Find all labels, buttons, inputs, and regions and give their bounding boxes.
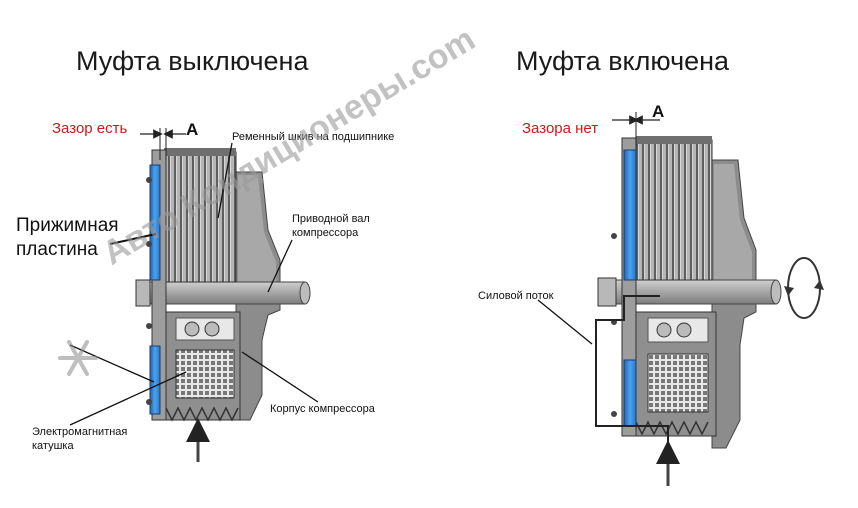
pressure-plate-right bbox=[623, 149, 637, 281]
right-title: Муфта включена bbox=[516, 46, 730, 76]
pulley-upper-right bbox=[635, 139, 713, 281]
snowflake-icon bbox=[58, 340, 98, 376]
left-clutch-disengaged bbox=[135, 128, 311, 462]
label-compressor-housing: Корпус компрессора bbox=[270, 403, 375, 415]
right-clutch-engaged bbox=[595, 112, 824, 486]
right-gap-label: Зазора нет bbox=[522, 120, 599, 137]
watermark bbox=[58, 340, 98, 376]
label-electromagnetic-coil: Электромагнитная катушка bbox=[32, 426, 128, 452]
coil-left bbox=[175, 349, 235, 399]
drive-shaft-left bbox=[149, 281, 306, 305]
label-pressure-plate: Прижимная пластина bbox=[16, 215, 119, 260]
label-power-flow: Силовой поток bbox=[478, 290, 554, 302]
right-gap-letter: A bbox=[652, 102, 665, 121]
left-title: Муфта выключена bbox=[76, 46, 309, 76]
coil-right bbox=[647, 353, 709, 413]
label-drive-shaft: Приводной вал компрессора bbox=[292, 213, 370, 239]
left-gap-letter: A bbox=[186, 120, 199, 139]
rotation-arrows-icon bbox=[784, 257, 824, 319]
label-pulley: Ременный шкив на подшипнике bbox=[232, 131, 395, 143]
power-flow-path bbox=[595, 295, 669, 460]
left-gap-label: Зазор есть bbox=[52, 120, 128, 137]
drive-shaft-right bbox=[615, 279, 777, 305]
pressure-plate-left bbox=[149, 164, 161, 281]
